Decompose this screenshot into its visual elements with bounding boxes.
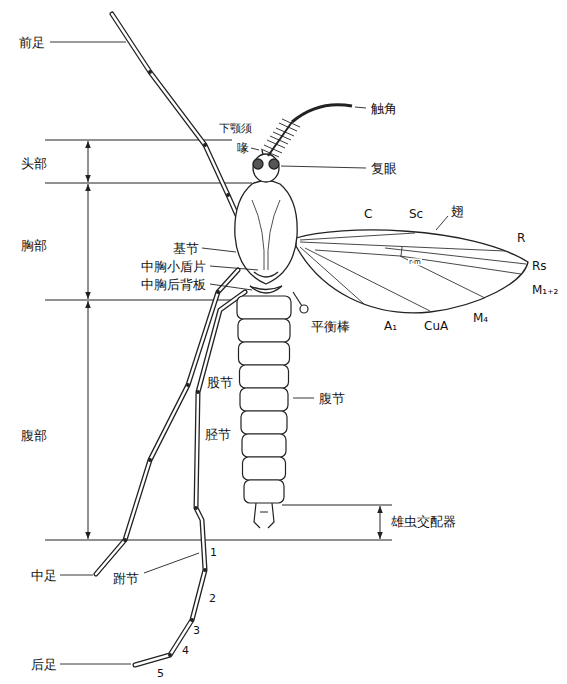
vein-label: r-m — [408, 259, 422, 266]
vein-label: M₄ — [472, 312, 489, 324]
part-label: 腹节 — [318, 392, 346, 405]
abdominal-segment — [237, 296, 291, 319]
callout-number: 5 — [156, 668, 165, 679]
abdominal-segment — [241, 411, 287, 434]
head-capsule — [253, 154, 279, 182]
leader-line — [50, 42, 126, 43]
leader-line — [210, 266, 258, 270]
part-label: 胫节 — [204, 428, 232, 441]
abdominal-segment — [242, 434, 286, 457]
halter-knob — [300, 305, 308, 313]
leg-joints — [125, 72, 228, 655]
hind-leg — [135, 292, 245, 665]
fore-leg — [112, 14, 240, 222]
head — [253, 105, 352, 182]
antenna-base — [268, 122, 292, 156]
vein-label: Sc — [408, 208, 424, 220]
leader-line — [210, 284, 252, 290]
leader-line — [293, 398, 314, 399]
vein-label: CuA — [423, 320, 449, 332]
dimension-arrow — [380, 506, 381, 539]
wing-veins — [300, 233, 526, 311]
part-label: 后足 — [30, 658, 58, 671]
abdominal-segment — [240, 388, 288, 411]
callout-number: 1 — [209, 547, 218, 558]
vein-label: Rs — [531, 260, 548, 272]
compound-eye — [253, 159, 263, 169]
dimension-arrow — [88, 301, 89, 539]
abdomen — [237, 296, 291, 528]
abdominal-segment — [240, 365, 289, 388]
thorax-sutures — [252, 200, 280, 270]
legs — [96, 14, 245, 665]
leader-line — [60, 664, 131, 665]
part-label: 平衡棒 — [310, 320, 351, 333]
bracket-line — [45, 540, 392, 541]
callout-number: 2 — [208, 593, 217, 604]
callout-number: 4 — [181, 645, 190, 656]
part-label: 中足 — [30, 569, 58, 582]
vein-label: C — [363, 208, 373, 220]
part-label: 触角 — [370, 102, 398, 115]
part-label: 胸部 — [20, 239, 48, 252]
abdominal-segment — [239, 342, 290, 365]
region-brackets — [45, 140, 392, 540]
leader-lines — [50, 42, 448, 664]
leader-line — [144, 553, 199, 573]
part-label: 中胸小盾片 — [140, 260, 207, 273]
part-label: 腹部 — [20, 429, 48, 442]
abdominal-segment — [243, 457, 286, 480]
postnotum — [250, 286, 282, 293]
part-label: 跗节 — [112, 572, 140, 585]
part-label: 前足 — [18, 36, 46, 49]
halter — [293, 292, 308, 313]
wing — [296, 230, 528, 313]
part-label: 股节 — [206, 376, 234, 389]
vein-label: R — [516, 232, 526, 244]
leader-line — [436, 216, 448, 230]
proboscis — [262, 150, 263, 155]
abdominal-segment — [244, 480, 284, 503]
antenna-flagellum — [292, 105, 352, 122]
bracket-line — [45, 300, 238, 301]
part-label: 喙 — [236, 142, 250, 154]
part-label: 雄虫交配器 — [390, 515, 457, 528]
leader-line — [281, 166, 366, 168]
halter-stalk — [293, 292, 302, 306]
part-label: 下颚须 — [218, 123, 253, 134]
leader-line — [60, 575, 93, 576]
part-label: 复眼 — [370, 162, 398, 175]
wing-outline — [296, 230, 528, 313]
dimension-arrow — [88, 184, 89, 299]
male-genitalia — [254, 503, 274, 528]
scutellum — [254, 272, 278, 277]
compound-eye — [269, 159, 279, 169]
part-label: 中胸后背板 — [140, 278, 207, 291]
abdominal-segment — [238, 319, 290, 342]
part-label: 翅 — [450, 205, 465, 218]
leader-line — [355, 107, 366, 108]
leader-line — [251, 148, 259, 150]
vein-label: A₁ — [383, 320, 398, 332]
dimension-arrow — [88, 141, 89, 182]
thorax — [235, 181, 297, 294]
part-label: 基节 — [172, 242, 200, 255]
vein-label: M₁₊₂ — [531, 284, 559, 296]
callout-number: 3 — [192, 625, 201, 636]
part-label: 头部 — [20, 157, 48, 170]
hind-leg — [135, 292, 245, 665]
fore-leg — [112, 14, 240, 222]
leader-line — [202, 248, 236, 252]
antenna-plumes — [261, 119, 300, 157]
bracket-line — [282, 505, 392, 506]
